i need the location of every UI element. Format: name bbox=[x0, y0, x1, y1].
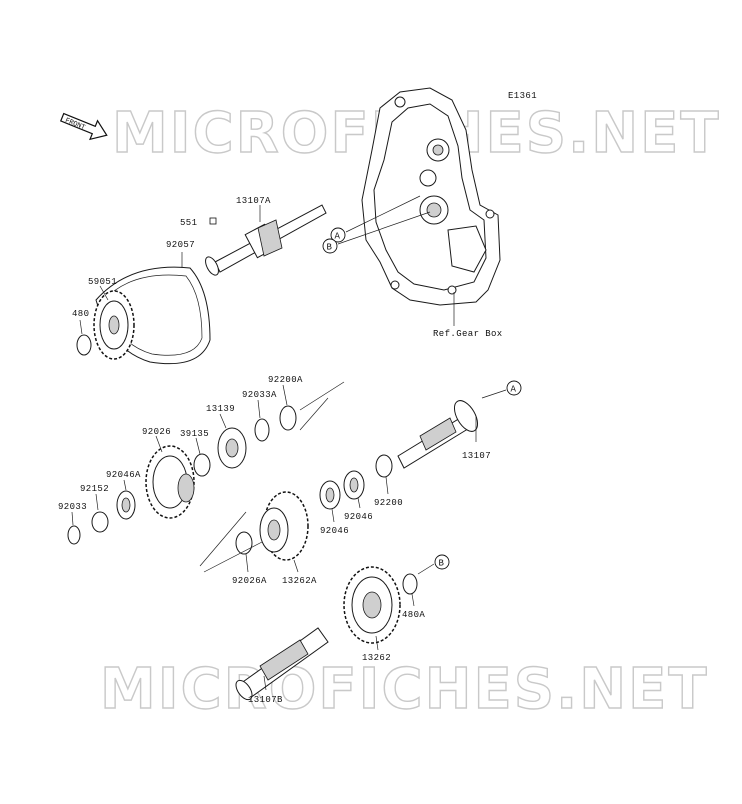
part-13107a: 13107A bbox=[236, 196, 271, 206]
collar-92026a bbox=[235, 531, 253, 555]
circlip-92033 bbox=[67, 525, 81, 545]
gear-box-case bbox=[361, 87, 501, 306]
sprocket-59051 bbox=[93, 290, 135, 360]
circlip-92033a bbox=[254, 418, 270, 442]
ref-gear-box-label: Ref.Gear Box bbox=[433, 329, 503, 339]
part-92200a: 92200A bbox=[268, 375, 303, 385]
callout-a-shaft-label: A bbox=[511, 385, 517, 395]
shaft-13107a bbox=[205, 204, 327, 276]
part-13139: 13139 bbox=[206, 404, 235, 414]
bearing-92046-a bbox=[343, 470, 365, 500]
part-92026a: 92026A bbox=[232, 576, 267, 586]
part-480: 480 bbox=[72, 309, 89, 319]
collar-92026 bbox=[193, 453, 211, 477]
front-arrow-icon: FRONT bbox=[59, 112, 108, 141]
shaft-13107 bbox=[397, 400, 479, 469]
part-92046-a: 92046 bbox=[344, 512, 373, 522]
part-59051: 59051 bbox=[88, 277, 117, 287]
gear-13262 bbox=[343, 566, 401, 644]
washer-92152 bbox=[91, 511, 109, 533]
key-551 bbox=[209, 217, 217, 225]
part-13107b: 13107B bbox=[248, 695, 283, 705]
part-92026: 39135 bbox=[180, 429, 209, 439]
callout-b-gear-label: B bbox=[439, 559, 445, 569]
part-92033: 92033 bbox=[58, 502, 87, 512]
callout-b-gear: B bbox=[417, 554, 450, 575]
callout-a: A bbox=[330, 195, 421, 243]
gear-39135 bbox=[145, 445, 195, 519]
washer-92200 bbox=[375, 454, 393, 478]
diagram-code: E1361 bbox=[508, 91, 537, 101]
part-92046-b: 92046 bbox=[320, 526, 349, 536]
part-551: 551 bbox=[180, 218, 197, 228]
bearing-92046-b bbox=[319, 480, 341, 510]
washer-92200a bbox=[279, 405, 297, 431]
part-92200: 92200 bbox=[374, 498, 403, 508]
part-13107: 13107 bbox=[462, 451, 491, 461]
gear-13262a bbox=[259, 491, 309, 561]
part-39135: 92026 bbox=[142, 427, 171, 437]
callout-a-shaft: A bbox=[481, 380, 522, 399]
circlip-480a bbox=[402, 573, 418, 595]
shaft-13107b bbox=[235, 627, 329, 701]
part-92152: 92152 bbox=[80, 484, 109, 494]
front-label: FRONT bbox=[64, 117, 86, 132]
bearing-92046a bbox=[116, 490, 136, 520]
callout-b: B bbox=[322, 211, 431, 254]
hub-13139 bbox=[217, 427, 247, 469]
part-13262a: 13262A bbox=[282, 576, 317, 586]
part-480a: 480A bbox=[402, 610, 425, 620]
part-92033a: 92033A bbox=[242, 390, 277, 400]
watermark-bottom: MICROFICHES.NET bbox=[100, 657, 709, 722]
circlip-480 bbox=[76, 334, 92, 356]
part-92046a: 92046A bbox=[106, 470, 141, 480]
part-13262: 13262 bbox=[362, 653, 391, 663]
callout-b-label: B bbox=[327, 243, 333, 253]
part-92057: 92057 bbox=[166, 240, 195, 250]
callout-a-label: A bbox=[335, 232, 341, 242]
